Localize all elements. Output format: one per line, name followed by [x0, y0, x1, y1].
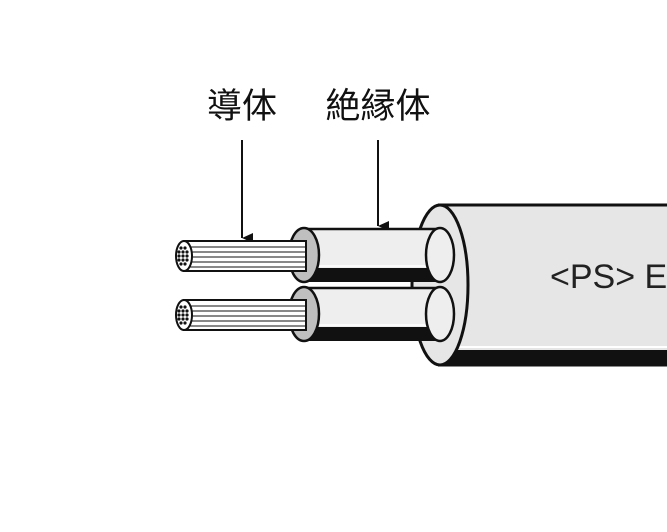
conductor-label: 導体 [207, 87, 277, 127]
cable-marking-text: <PS> E [550, 258, 667, 296]
conductor-lower [175, 299, 307, 331]
insulated-core-upper [287, 226, 456, 284]
insulator-label: 絶縁体 [325, 87, 430, 127]
conductor-upper [175, 240, 307, 272]
insulated-core-lower [287, 285, 456, 343]
